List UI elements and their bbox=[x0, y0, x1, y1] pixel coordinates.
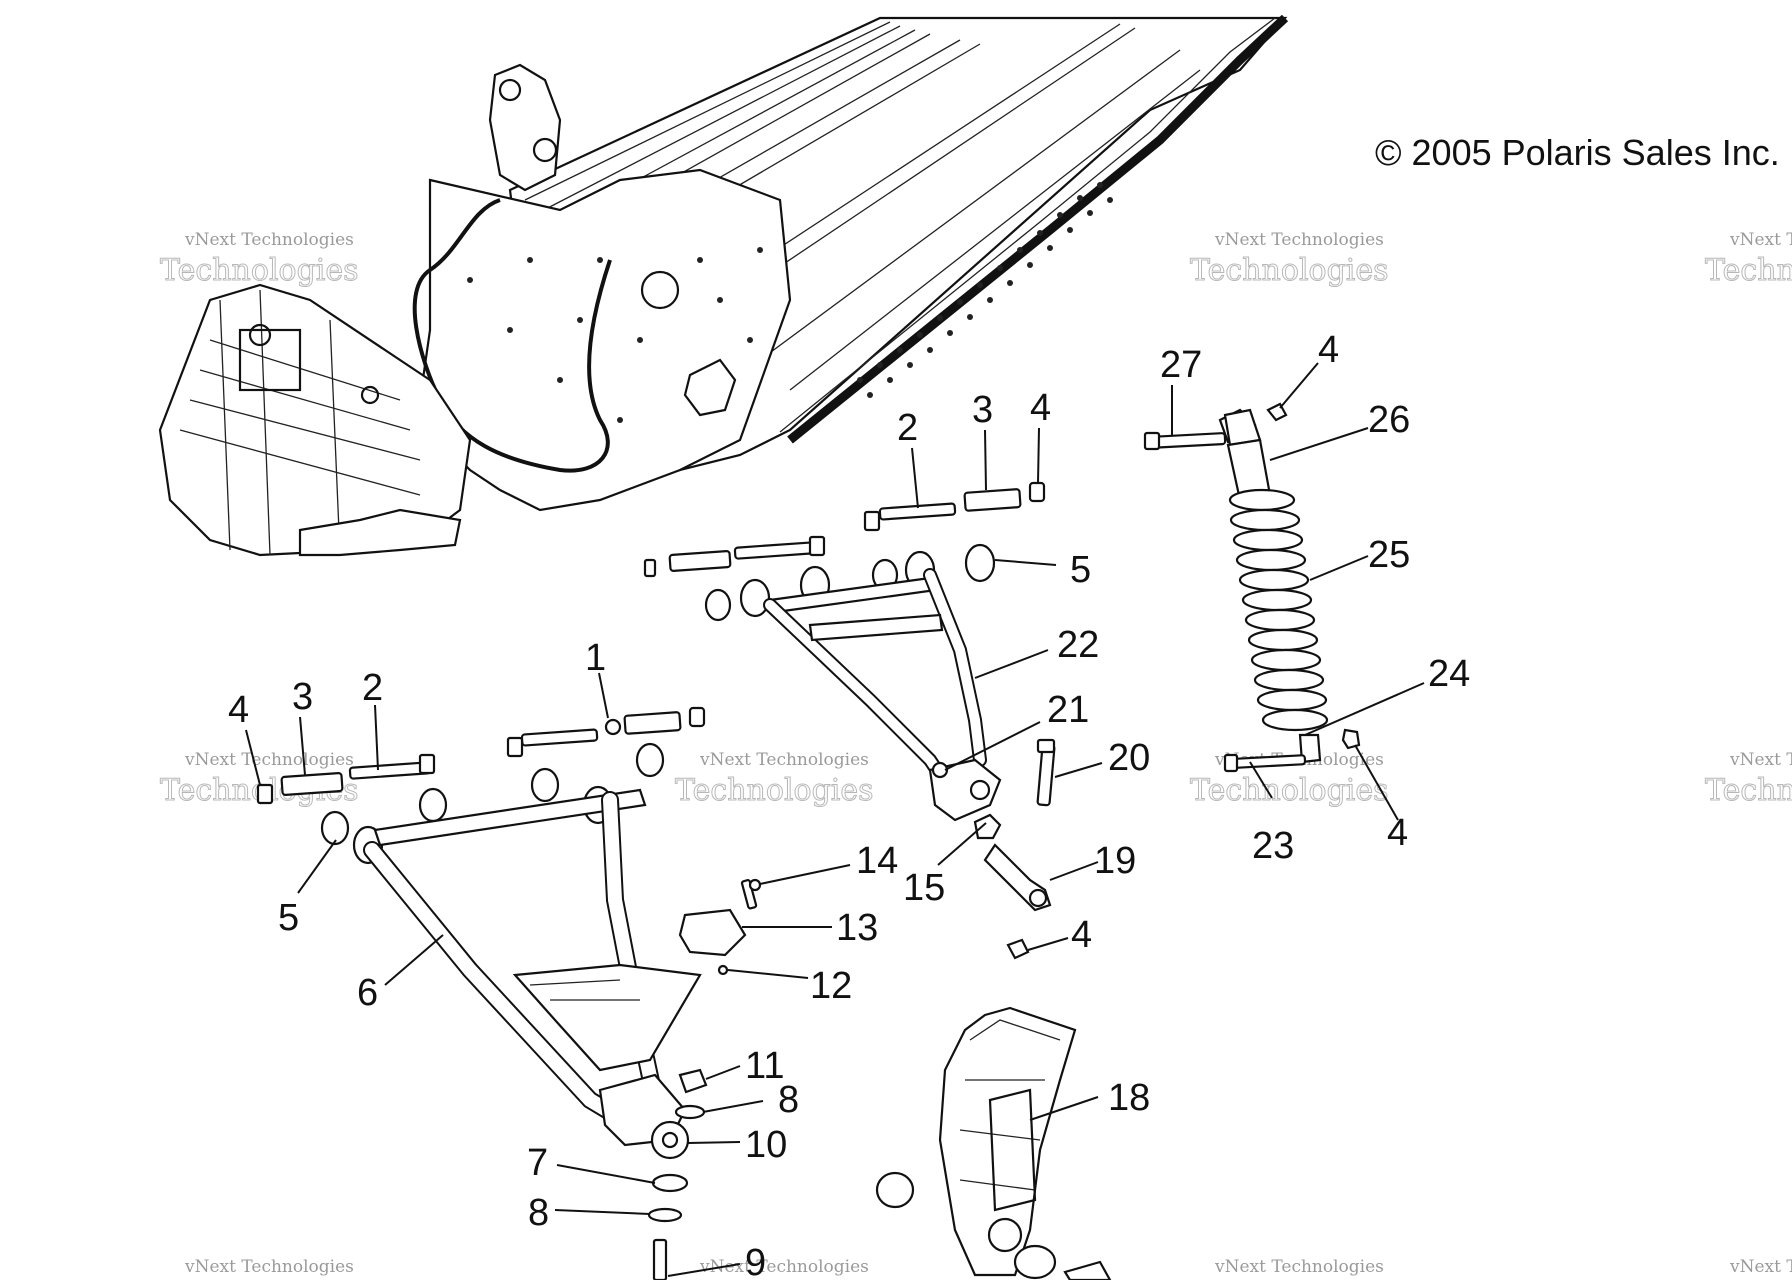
callout-5-lower: 5 bbox=[278, 897, 299, 939]
callout-27: 27 bbox=[1160, 344, 1202, 386]
upper-a-arm bbox=[643, 535, 1002, 822]
watermark-large: Technologies bbox=[1190, 773, 1389, 808]
callout-4-shock-bottom: 4 bbox=[1387, 812, 1408, 854]
callout-11: 11 bbox=[745, 1045, 784, 1087]
shock-absorber bbox=[1143, 402, 1361, 773]
callout-3-upper: 3 bbox=[972, 389, 993, 431]
callout-4-shock-top: 4 bbox=[1318, 329, 1339, 371]
chassis-frame bbox=[158, 14, 1289, 557]
callout-18: 18 bbox=[1108, 1077, 1150, 1119]
callout-26: 26 bbox=[1368, 399, 1410, 441]
nut-icon bbox=[643, 558, 657, 578]
watermark-small: vNext Technologies bbox=[699, 1257, 869, 1277]
small-hardware bbox=[647, 738, 1056, 1280]
callout-22: 22 bbox=[1057, 624, 1099, 666]
watermark-large: Technologies bbox=[160, 253, 359, 288]
rivet-dots bbox=[467, 247, 763, 423]
callout-20: 20 bbox=[1108, 737, 1150, 779]
callout-5-upper: 5 bbox=[1070, 549, 1091, 591]
watermark: Technologies vNext Technologies bbox=[1705, 750, 1792, 809]
callout-7: 7 bbox=[527, 1142, 548, 1184]
callout-10: 10 bbox=[745, 1124, 787, 1166]
watermark-large: Technologies bbox=[1705, 773, 1792, 808]
perforation-dots bbox=[857, 182, 1113, 398]
callout-2-upper: 2 bbox=[897, 407, 918, 449]
callout-1: 1 bbox=[585, 637, 606, 679]
watermark-small: vNext Technologies bbox=[184, 230, 354, 250]
callout-24: 24 bbox=[1428, 653, 1470, 695]
spindle bbox=[875, 1006, 1112, 1280]
watermark-small: vNext Technologies bbox=[1214, 1257, 1384, 1277]
callout-23: 23 bbox=[1252, 825, 1294, 867]
callout-labels: 1 2 2 3 3 4 4 4 4 4 5 5 6 7 8 8 9 10 11 … bbox=[228, 329, 1470, 1280]
callout-4-lower: 4 bbox=[228, 689, 249, 731]
callout-4-upper: 4 bbox=[1030, 387, 1051, 429]
watermark: Technologies vNext Technologies bbox=[675, 750, 875, 809]
watermark-large: Technologies bbox=[1705, 253, 1792, 288]
watermark-small: vNext Technologies bbox=[1729, 1257, 1792, 1277]
nut-11-icon bbox=[678, 1068, 708, 1094]
callout-9: 9 bbox=[745, 1242, 766, 1280]
copyright-text: © 2005 Polaris Sales Inc. bbox=[1375, 132, 1780, 173]
watermark: vNext Technologies bbox=[1729, 1257, 1792, 1277]
watermark: Technologies vNext Technologies bbox=[1705, 230, 1792, 289]
callout-14: 14 bbox=[856, 840, 898, 882]
callout-25: 25 bbox=[1368, 534, 1410, 576]
watermark-small: vNext Technologies bbox=[184, 750, 354, 770]
callout-21: 21 bbox=[1047, 689, 1089, 731]
callout-3-lower: 3 bbox=[292, 676, 313, 718]
watermark: vNext Technologies bbox=[1214, 1257, 1384, 1277]
watermark: vNext Technologies bbox=[184, 1257, 354, 1277]
watermark-small: vNext Technologies bbox=[1729, 230, 1792, 250]
callout-19: 19 bbox=[1094, 840, 1136, 882]
callout-15: 15 bbox=[903, 867, 945, 909]
spring bbox=[1228, 488, 1329, 732]
leader-lines bbox=[245, 362, 1425, 1277]
watermark-small: vNext Technologies bbox=[184, 1257, 354, 1277]
callout-2-lower: 2 bbox=[362, 667, 383, 709]
watermark: Technologies vNext Technologies bbox=[160, 230, 360, 289]
watermark: vNext Technologies bbox=[699, 1257, 869, 1277]
watermark: Technologies vNext Technologies bbox=[1190, 230, 1390, 289]
watermark-small: vNext Technologies bbox=[1214, 230, 1384, 250]
watermark-large: Technologies bbox=[675, 773, 874, 808]
callout-4-bottom: 4 bbox=[1071, 914, 1092, 956]
watermark-small: vNext Technologies bbox=[1729, 750, 1792, 770]
callout-6: 6 bbox=[357, 972, 378, 1014]
watermark-small: vNext Technologies bbox=[699, 750, 869, 770]
upper-arm-hardware bbox=[863, 481, 1046, 532]
callout-8-top: 8 bbox=[778, 1079, 799, 1121]
callout-8-bottom: 8 bbox=[528, 1192, 549, 1234]
callout-13: 13 bbox=[836, 907, 878, 949]
callout-12: 12 bbox=[810, 965, 852, 1007]
lower-a-arm bbox=[256, 706, 706, 1160]
watermark-large: Technologies bbox=[1190, 253, 1389, 288]
